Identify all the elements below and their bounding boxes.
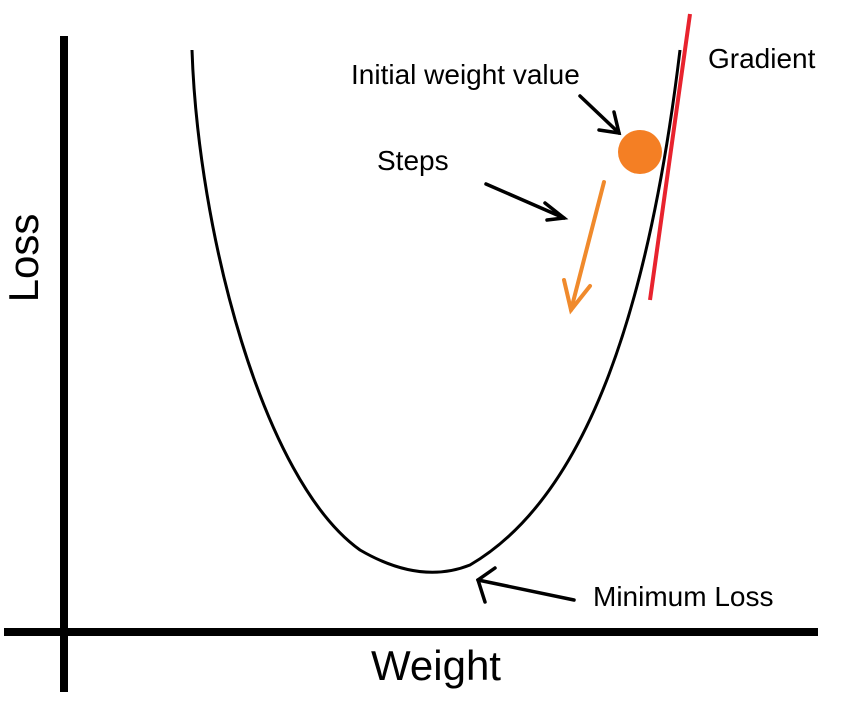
gradient-label: Gradient	[708, 43, 816, 74]
y-axis-label: Loss	[0, 214, 47, 303]
gradient-tangent-line	[648, 13, 692, 301]
minimum-loss-label: Minimum Loss	[593, 581, 773, 612]
loss-curve	[190, 49, 682, 574]
step-arrow	[562, 180, 606, 315]
initial-weight-pointer-arrow	[578, 94, 622, 136]
steps-pointer-arrow	[484, 182, 569, 222]
initial-weight-point	[618, 130, 662, 174]
x-axis-label: Weight	[371, 642, 501, 689]
minimum-pointer-arrow	[475, 566, 576, 604]
initial-weight-label: Initial weight value	[351, 59, 580, 90]
steps-label: Steps	[377, 145, 449, 176]
